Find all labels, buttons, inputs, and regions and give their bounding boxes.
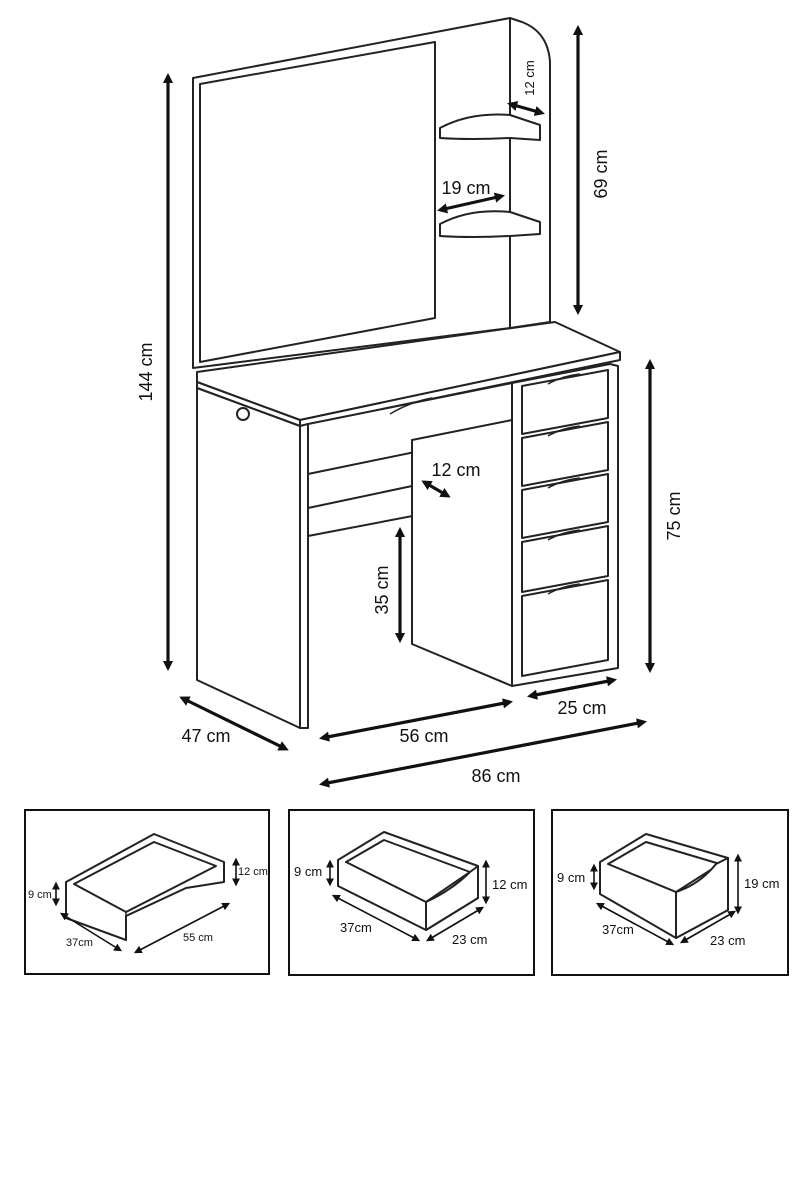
shelf-small-label: 12 cm [522,60,537,95]
panel3-height-inner: 9 cm [557,870,585,885]
shelf-depth-label: 19 cm [441,178,490,198]
panel2-depth: 37cm [340,920,372,935]
shelf-depth-arrow [437,192,505,214]
shelf-small-arrow [507,101,545,116]
total-height-label: 144 cm [136,342,156,401]
drawer-unit-width-arrow [526,676,618,700]
desk-height-label: 75 cm [664,491,684,540]
knee-shelf-arrow [421,480,451,498]
panel2-height-outer: 12 cm [492,877,527,892]
drawer-panel-3: 19 cm 9 cm 37cm 23 cm [551,809,789,976]
total-width-label: 86 cm [471,766,520,786]
panel2-width: 23 cm [452,932,487,947]
dimension-lines: 144 cm 69 cm 12 cm 19 cm 75 cm 12 cm 35 … [136,24,684,788]
panel1-height-inner: 9 cm [28,889,52,901]
depth-arrow [179,696,289,751]
panel3-depth: 37cm [602,922,634,937]
knee-width-label: 56 cm [399,726,448,746]
knee-height-label: 35 cm [372,565,392,614]
panel1-height-outer: 12 cm [238,866,268,878]
drawer-panel-2: 12 cm 9 cm 37cm 23 cm [288,809,535,976]
total-width-arrow [318,718,648,788]
mirror-height-label: 69 cm [591,149,611,198]
drawer-panel-1: 12 cm 9 cm 37cm 55 cm [24,809,270,975]
drawer-unit-width-label: 25 cm [557,698,606,718]
panel3-width: 23 cm [710,933,745,948]
panel1-width: 55 cm [183,932,213,944]
panel3-height-outer: 19 cm [744,876,779,891]
panel2-height-inner: 9 cm [294,864,322,879]
panel1-depth: 37cm [66,937,93,949]
knee-shelf-label: 12 cm [431,460,480,480]
depth-label: 47 cm [181,726,230,746]
vanity-drawing [192,17,621,729]
